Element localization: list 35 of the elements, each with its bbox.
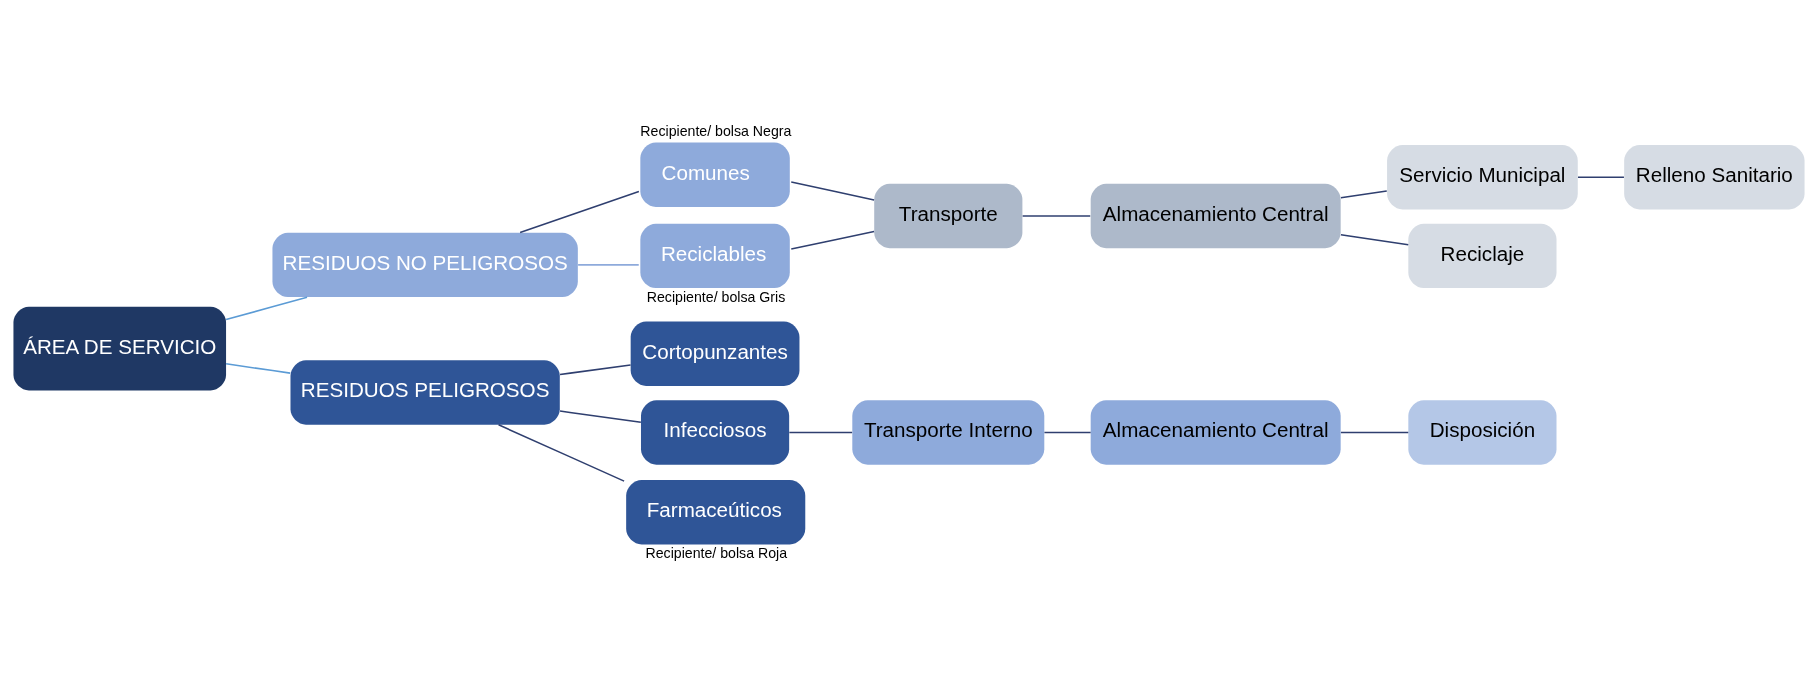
connector xyxy=(1340,190,1388,199)
connector xyxy=(559,410,642,424)
connector xyxy=(1340,233,1410,246)
connector xyxy=(1021,215,1091,217)
node-box: Transporte xyxy=(874,183,1023,249)
connector xyxy=(497,424,625,482)
node-box: Infecciosos xyxy=(641,400,790,465)
node-label: Recipiente/ bolsa Roja xyxy=(645,545,788,562)
node-box: Reciclables xyxy=(640,223,790,289)
node-box: Transporte Interno xyxy=(852,400,1045,465)
node-box: Relleno Sanitario xyxy=(1624,145,1805,210)
connector xyxy=(1340,431,1410,434)
node-box: Comunes xyxy=(640,142,790,207)
connector xyxy=(225,296,308,321)
node-box: Almacenamiento Central xyxy=(1090,400,1341,465)
node-box: ÁREA DE SERVICIO xyxy=(13,306,227,391)
node-box: Almacenamiento Central xyxy=(1090,183,1341,249)
node-box: RESIDUOS PELIGROSOS xyxy=(290,360,560,425)
connector xyxy=(790,230,875,250)
node-box: Servicio Municipal xyxy=(1387,145,1578,210)
connector xyxy=(790,181,875,201)
connector xyxy=(1577,176,1625,179)
connector xyxy=(559,364,632,376)
node-box: Disposición xyxy=(1408,400,1557,465)
node-label: Recipiente/ bolsa Negra xyxy=(640,122,792,139)
node-box: Cortopunzantes xyxy=(630,321,800,386)
connector xyxy=(519,190,640,234)
connector xyxy=(577,264,640,266)
node-box: Farmaceúticos xyxy=(626,480,806,545)
node-box: RESIDUOS NO PELIGROSOS xyxy=(272,232,578,298)
connector xyxy=(1043,431,1092,434)
node-label: Recipiente/ bolsa Gris xyxy=(646,289,786,306)
node-box: Reciclaje xyxy=(1408,223,1557,289)
connector xyxy=(225,363,291,374)
connector xyxy=(788,431,853,434)
